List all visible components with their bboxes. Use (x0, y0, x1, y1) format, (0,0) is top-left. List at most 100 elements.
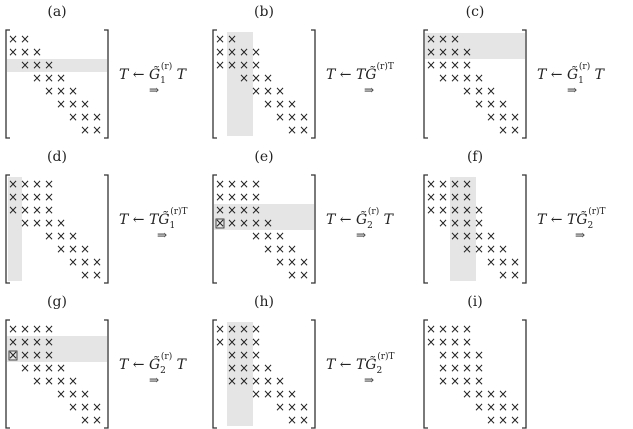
right-bracket (311, 174, 316, 284)
equation-subscript: 1 (578, 76, 584, 86)
column-band-highlight (227, 322, 253, 426)
matrix-cell-x: × (8, 203, 18, 217)
transform-equation: T ← TG̃2(r)T (537, 206, 606, 231)
matrix-cell-x: × (32, 190, 42, 204)
matrix-cell-x: × (450, 45, 460, 59)
matrix-cell-x: × (275, 84, 285, 98)
right-bracket (104, 174, 109, 284)
matrix-cell-x: × (8, 322, 18, 336)
matrix-cell-x: × (486, 413, 496, 427)
left-bracket (5, 174, 10, 284)
equation-suffix: T (379, 212, 394, 228)
matrix-cell-x: × (227, 177, 237, 191)
double-arrow-icon: ⇒ (567, 83, 577, 97)
matrix-cell-x: × (450, 335, 460, 349)
matrix-cell-x: × (251, 58, 261, 72)
matrix-cell-x: × (68, 242, 78, 256)
matrix-cell-x: × (251, 348, 261, 362)
matrix-cell-x: × (92, 123, 102, 137)
matrix-cell-x: × (8, 348, 18, 362)
matrix-cell-x: × (474, 216, 484, 230)
left-bracket (212, 319, 217, 429)
panel-h: (h)×××××××××××××××××××××××××××××T ← TG̃2… (212, 294, 395, 429)
matrix-cell-x: × (438, 71, 448, 85)
equation-superscript: (r)T (377, 351, 394, 362)
matrix-cell-x: × (438, 216, 448, 230)
matrix-cell-x: × (462, 203, 472, 217)
matrix-cell-x: × (263, 229, 273, 243)
matrix-cell-x: × (20, 361, 30, 375)
matrix-cell-x: × (474, 387, 484, 401)
matrix-cell-x: × (510, 400, 520, 414)
matrix-cell-x: × (239, 348, 249, 362)
matrix-cell-x: × (227, 190, 237, 204)
row-band-highlight (425, 33, 525, 59)
row-band-highlight (7, 59, 107, 72)
matrix-cell-x: × (56, 387, 66, 401)
matrix-cell-x: × (287, 123, 297, 137)
matrix-cell-x: × (486, 242, 496, 256)
matrix-cell-x: × (20, 216, 30, 230)
equation-superscript: (r) (161, 351, 172, 362)
matrix-cell-x: × (450, 322, 460, 336)
transform-equation: T ← G̃1(r) T (537, 61, 606, 86)
matrix-cell-x: × (287, 387, 297, 401)
panel-label: (i) (467, 294, 482, 310)
equation-subscript: 1 (170, 221, 176, 231)
matrix-cell-x: × (44, 361, 54, 375)
matrix-cell-x: × (275, 400, 285, 414)
matrix-cell-x: × (215, 45, 225, 59)
matrix-cell-x: × (426, 203, 436, 217)
matrix-cell-x: × (239, 203, 249, 217)
equation-superscript: (r) (579, 61, 590, 72)
matrix-cell-x: × (299, 110, 309, 124)
matrix-cell-x: × (474, 71, 484, 85)
matrix-cell-x: × (263, 361, 273, 375)
double-arrow-icon: ⇒ (364, 83, 374, 97)
matrix-cell-x: × (462, 58, 472, 72)
matrix-cell-x: × (8, 190, 18, 204)
right-bracket (104, 29, 109, 139)
matrix-cell-x: × (20, 177, 30, 191)
matrix-cell-x: × (227, 58, 237, 72)
matrix-cell-x: × (438, 374, 448, 388)
equation-g-symbol: G̃ (149, 65, 160, 83)
matrix-cell-x: × (227, 335, 237, 349)
matrix-cell-x: × (8, 177, 18, 191)
matrix-cell-x: × (275, 97, 285, 111)
matrix-cell-x: × (239, 216, 249, 230)
matrix-cell-x: × (486, 387, 496, 401)
panel-g: (g)××××××××××××××××××××××××××××T ← G̃2(r… (5, 294, 188, 429)
matrix-cell-x: × (450, 374, 460, 388)
matrix-cell-x: × (426, 32, 436, 46)
matrix-cell-x: × (239, 177, 249, 191)
matrix-cell-x: × (462, 387, 472, 401)
matrix-cell-x: × (263, 387, 273, 401)
matrix-cell-x: × (32, 58, 42, 72)
double-arrow-icon: ⇒ (575, 228, 585, 242)
matrix-cell-x: × (450, 361, 460, 375)
transform-equation: T ← TG̃1(r)T (119, 206, 188, 231)
double-arrow-icon: ⇒ (149, 83, 159, 97)
equation-g-symbol: G̃ (158, 210, 169, 228)
matrix-cell-x: × (20, 190, 30, 204)
panel-label: (h) (254, 294, 274, 310)
matrix-cell-x: × (510, 268, 520, 282)
matrix-cell-x: × (287, 110, 297, 124)
matrix-cell-x: × (56, 229, 66, 243)
matrix-cell-x: × (438, 58, 448, 72)
panel-label: (c) (466, 4, 485, 20)
matrix-cell-x: × (68, 229, 78, 243)
matrix-cell-x: × (462, 45, 472, 59)
matrix-cell-x: × (462, 361, 472, 375)
matrix-cell-x: × (68, 84, 78, 98)
matrix-cell-x: × (462, 177, 472, 191)
matrix-cell-x: × (32, 45, 42, 59)
matrix-cell-x: × (239, 71, 249, 85)
matrix-cell-x: × (498, 387, 508, 401)
equation-g-symbol: G̃ (149, 355, 160, 373)
matrix-cell-x: × (450, 71, 460, 85)
matrix-cell-x: × (263, 97, 273, 111)
panel-label: (a) (47, 4, 66, 20)
